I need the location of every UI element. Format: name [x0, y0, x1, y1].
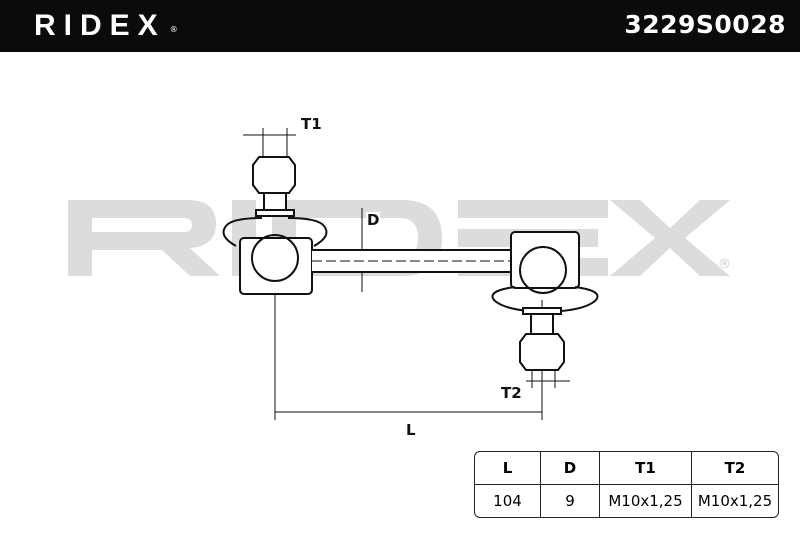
- t1-label: T1: [300, 115, 323, 133]
- watermark-letter-x: [610, 200, 730, 276]
- table-row: 104 9 M10x1,25 M10x1,25: [475, 485, 778, 517]
- d-label: D: [366, 211, 381, 229]
- brand-logo: RIDEX: [34, 9, 166, 42]
- part-number: 3229S0028: [624, 10, 786, 39]
- right-ball-joint: [491, 231, 599, 371]
- brand: RIDEX ®: [34, 8, 178, 44]
- value-l: 104: [475, 485, 541, 517]
- watermark-letter-r: [68, 200, 220, 276]
- spec-table: L D T1 T2 104 9 M10x1,25 M10x1,25: [474, 451, 779, 518]
- left-ball-joint: [222, 156, 328, 295]
- table-header-row: L D T1 T2: [475, 452, 778, 485]
- header-l: L: [475, 452, 541, 485]
- header-bar: RIDEX ® 3229S0028: [0, 0, 800, 52]
- header-t2: T2: [692, 452, 778, 485]
- value-t2: M10x1,25: [697, 492, 773, 510]
- header-d: D: [541, 452, 600, 485]
- registered-mark: ®: [169, 25, 178, 34]
- value-t1: M10x1,25: [600, 485, 692, 517]
- l-label: L: [405, 421, 417, 439]
- value-d: 9: [541, 485, 600, 517]
- header-t1: T1: [600, 452, 692, 485]
- link-bar: [312, 249, 511, 273]
- t2-label: T2: [500, 384, 523, 402]
- watermark-registered: ®: [718, 257, 731, 272]
